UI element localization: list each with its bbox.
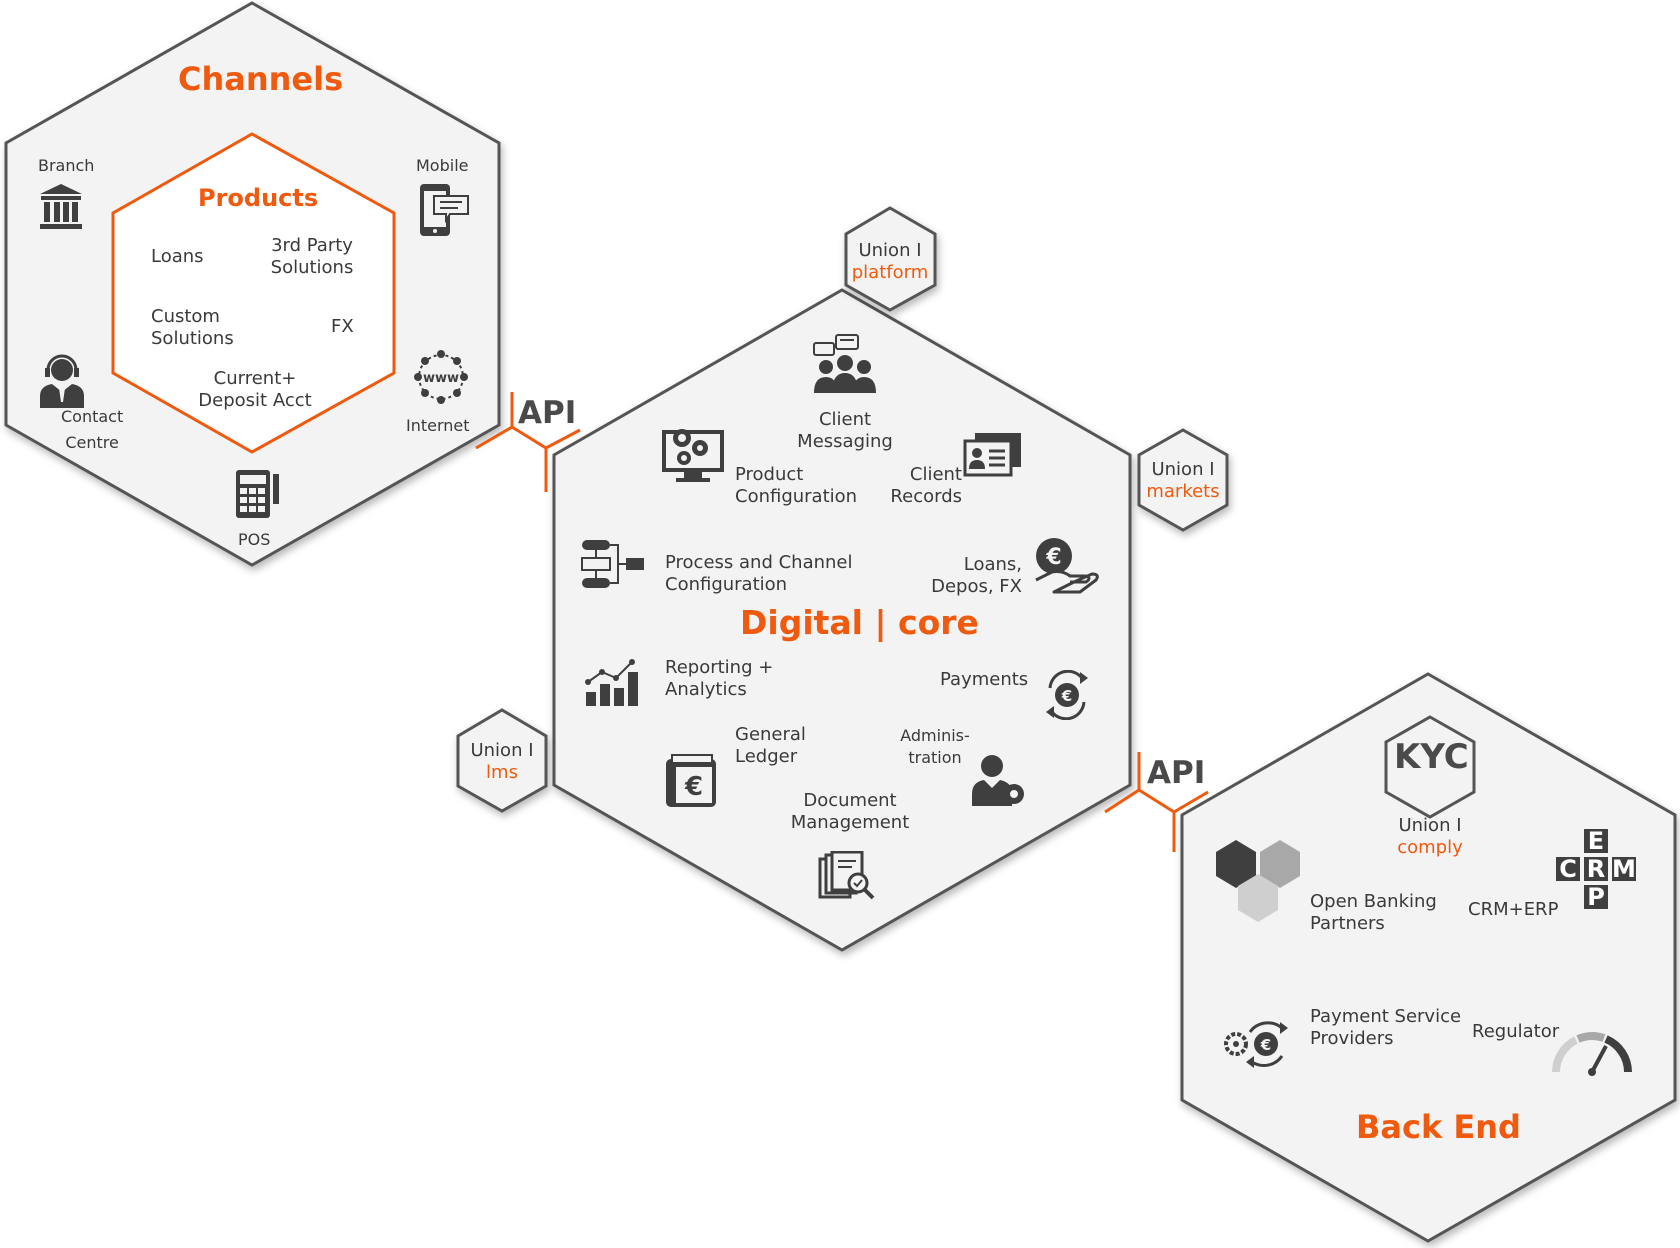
api-label-right: API	[1147, 755, 1206, 791]
api-connector-left	[475, 392, 581, 492]
svg-text:€: €	[1061, 687, 1072, 705]
svg-text:€: €	[1260, 1036, 1271, 1054]
markets-hexagon	[1137, 428, 1229, 532]
crm-erp-label: CRM+ERP	[1468, 899, 1559, 920]
reporting-chart-icon	[585, 659, 638, 706]
open-banking-hex-icon	[1216, 840, 1300, 922]
product-current-deposit: Current+Deposit Acct	[198, 368, 312, 411]
internet-www-icon: www	[414, 350, 468, 404]
general-ledger-icon: €	[666, 754, 716, 807]
product-loans: Loans	[151, 246, 204, 267]
api-connector-right	[1104, 752, 1209, 852]
kyc-hexagon	[1384, 715, 1476, 819]
client-messaging-icon	[813, 334, 876, 393]
product-fx: FX	[331, 316, 354, 337]
client-records-icon	[963, 433, 1021, 477]
channel-pos-label: POS	[238, 530, 271, 549]
gauge-icon	[1552, 1032, 1632, 1076]
svg-text:€: €	[684, 772, 703, 802]
platform-hexagon	[844, 206, 937, 312]
channels-title: Channels	[178, 60, 344, 98]
pos-terminal-icon	[236, 470, 279, 518]
products-title: Products	[198, 184, 319, 212]
administration-label: Adminis-tration	[900, 726, 970, 767]
payments-label: Payments	[940, 669, 1029, 690]
payment-service-icon: €	[1224, 1021, 1288, 1068]
headset-agent-icon	[40, 354, 84, 408]
reporting-analytics-label: Reporting +Analytics	[665, 657, 774, 700]
admin-user-gear-icon	[972, 755, 1024, 806]
channel-internet-label: Internet	[406, 416, 470, 435]
api-label-left: API	[518, 395, 577, 431]
core-title: Digital | core	[740, 603, 979, 642]
backend-hexagon	[1180, 672, 1677, 1243]
channel-mobile-label: Mobile	[416, 156, 469, 175]
lms-hexagon	[456, 708, 548, 813]
crm-letter: R	[1584, 857, 1608, 881]
euro-exchange-icon: €	[1046, 670, 1088, 720]
internet-www-text: www	[423, 371, 459, 386]
erp-letter: E	[1584, 829, 1608, 853]
bank-icon	[40, 184, 82, 229]
products-hexagon	[111, 132, 396, 454]
process-flow-icon	[581, 540, 644, 588]
document-search-icon	[818, 851, 875, 900]
crm-letter: C	[1556, 857, 1580, 881]
kyc-label: KYC	[1394, 737, 1469, 777]
product-configuration-icon	[662, 429, 724, 482]
channel-branch-label: Branch	[38, 156, 95, 175]
mobile-chat-icon	[420, 184, 469, 236]
crm-letter: M	[1612, 855, 1636, 883]
svg-text:€: €	[1045, 545, 1061, 570]
backend-title: Back End	[1356, 1108, 1521, 1146]
regulator-label: Regulator	[1472, 1021, 1560, 1042]
erp-letter: P	[1584, 885, 1608, 909]
loans-depos-fx-label: Loans,Depos, FX	[931, 554, 1022, 597]
euro-hand-icon: €	[1035, 538, 1099, 594]
